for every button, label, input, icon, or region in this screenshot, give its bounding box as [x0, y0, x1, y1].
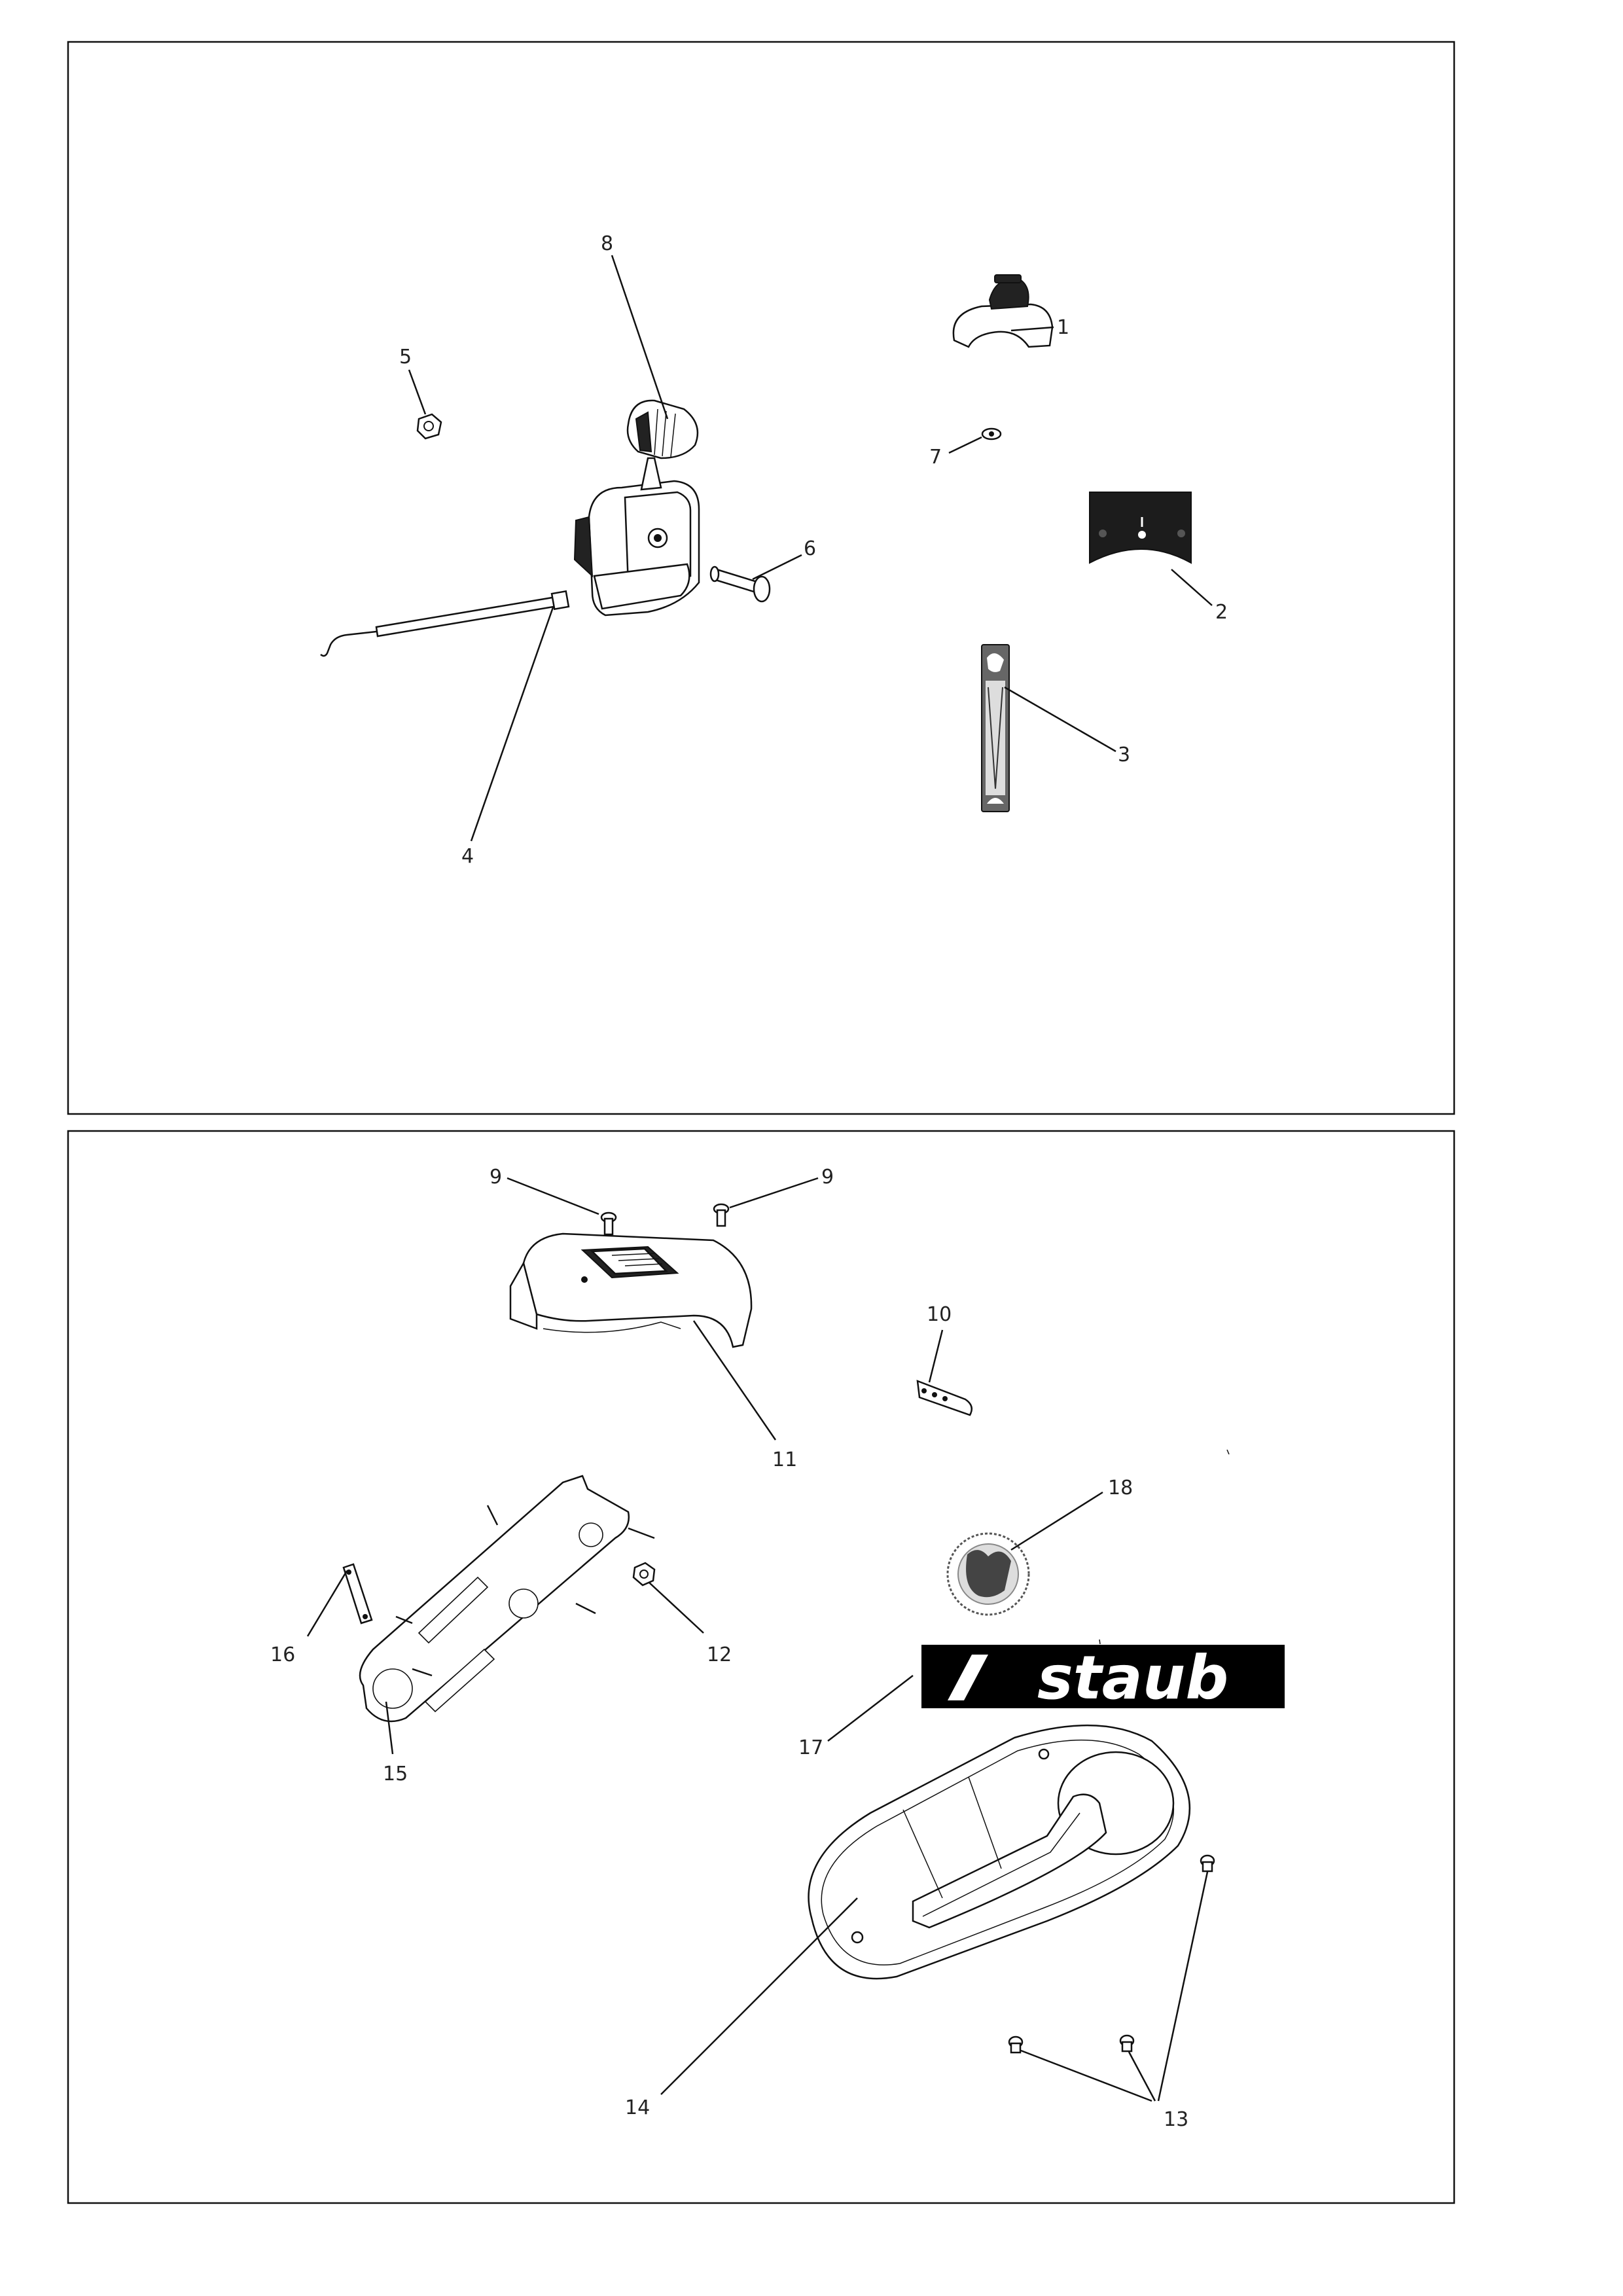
- leader-11: [692, 1320, 777, 1441]
- leader-4: [470, 607, 554, 842]
- callout-2: 2: [1215, 601, 1228, 624]
- bottom-panel-frame: [67, 1130, 1455, 2204]
- top-panel-frame: [67, 41, 1455, 1115]
- part-2-label-plate: [1089, 492, 1192, 564]
- callout-1: 1: [1057, 316, 1069, 339]
- leader-1: [1010, 326, 1054, 332]
- part-17-staub-decal: staub: [921, 1643, 1285, 1713]
- callout-14: 14: [625, 2096, 650, 2119]
- callout-5: 5: [399, 346, 412, 368]
- leader-3: [1004, 686, 1116, 753]
- leader-17: [827, 1675, 914, 1742]
- part-18-round-badge: [946, 1532, 1030, 1616]
- leader-13c: [1128, 2051, 1156, 2102]
- part-8-throttle-lever: [573, 399, 700, 617]
- leader-12: [649, 1582, 704, 1634]
- staub-logo-slash-icon: [948, 1655, 988, 1700]
- stray-mark: [1226, 1449, 1230, 1455]
- callout-16: 16: [270, 1643, 295, 1666]
- callout-9-right: 9: [821, 1166, 834, 1189]
- part-13-screws: [1008, 1854, 1215, 2054]
- part-3-decal-strip: [981, 644, 1010, 812]
- part-16-bracket: [342, 1563, 373, 1624]
- leader-15: [385, 1701, 394, 1755]
- callout-7: 7: [929, 446, 942, 469]
- callout-15: 15: [383, 1763, 408, 1785]
- part-9-screw-left: [600, 1211, 617, 1236]
- part-5-nut: [416, 413, 442, 440]
- leader-14: [660, 1897, 858, 2095]
- part-15-perforated-plate: [359, 1475, 655, 1723]
- callout-4: 4: [461, 845, 474, 868]
- part-13-screw-b: [1008, 2036, 1024, 2054]
- callout-13: 13: [1164, 2108, 1188, 2131]
- part-6-pin: [709, 565, 771, 603]
- part-11-cover-housing: [509, 1232, 753, 1348]
- part-4-cable: [320, 590, 570, 657]
- leader-9-left: [507, 1177, 599, 1215]
- leader-13b: [1020, 2049, 1152, 2102]
- callout-6: 6: [804, 537, 816, 560]
- part-13-screw-a: [1200, 1854, 1215, 1873]
- leader-10: [928, 1329, 944, 1383]
- leader-8: [611, 255, 669, 420]
- leader-18: [1010, 1491, 1103, 1551]
- part-10-small-label: [916, 1380, 973, 1416]
- leader-13a: [1157, 1871, 1209, 2102]
- leader-7: [948, 436, 982, 454]
- callout-18: 18: [1108, 1477, 1133, 1499]
- callout-8: 8: [601, 232, 613, 255]
- part-14-belt-guard: [808, 1724, 1191, 1980]
- part-9-screw-right: [713, 1203, 730, 1227]
- staub-logo-wordmark: staub: [1037, 1643, 1228, 1713]
- leader-9-right: [729, 1177, 819, 1209]
- part-13-screw-c: [1119, 2034, 1135, 2053]
- leader-6: [752, 554, 802, 581]
- callout-3: 3: [1118, 744, 1130, 766]
- part-12-nut: [632, 1562, 656, 1587]
- leader-2: [1171, 569, 1213, 606]
- part-7-washer-hole: [989, 431, 994, 437]
- callout-12: 12: [707, 1643, 732, 1666]
- part-1-knob-housing: [952, 274, 1054, 348]
- callout-10: 10: [927, 1303, 952, 1326]
- leader-5: [408, 369, 427, 415]
- callout-11: 11: [772, 1448, 797, 1471]
- leader-16: [306, 1570, 348, 1637]
- stray-mark: [1099, 1639, 1101, 1645]
- callout-9-left: 9: [490, 1166, 502, 1189]
- callout-17: 17: [798, 1736, 823, 1759]
